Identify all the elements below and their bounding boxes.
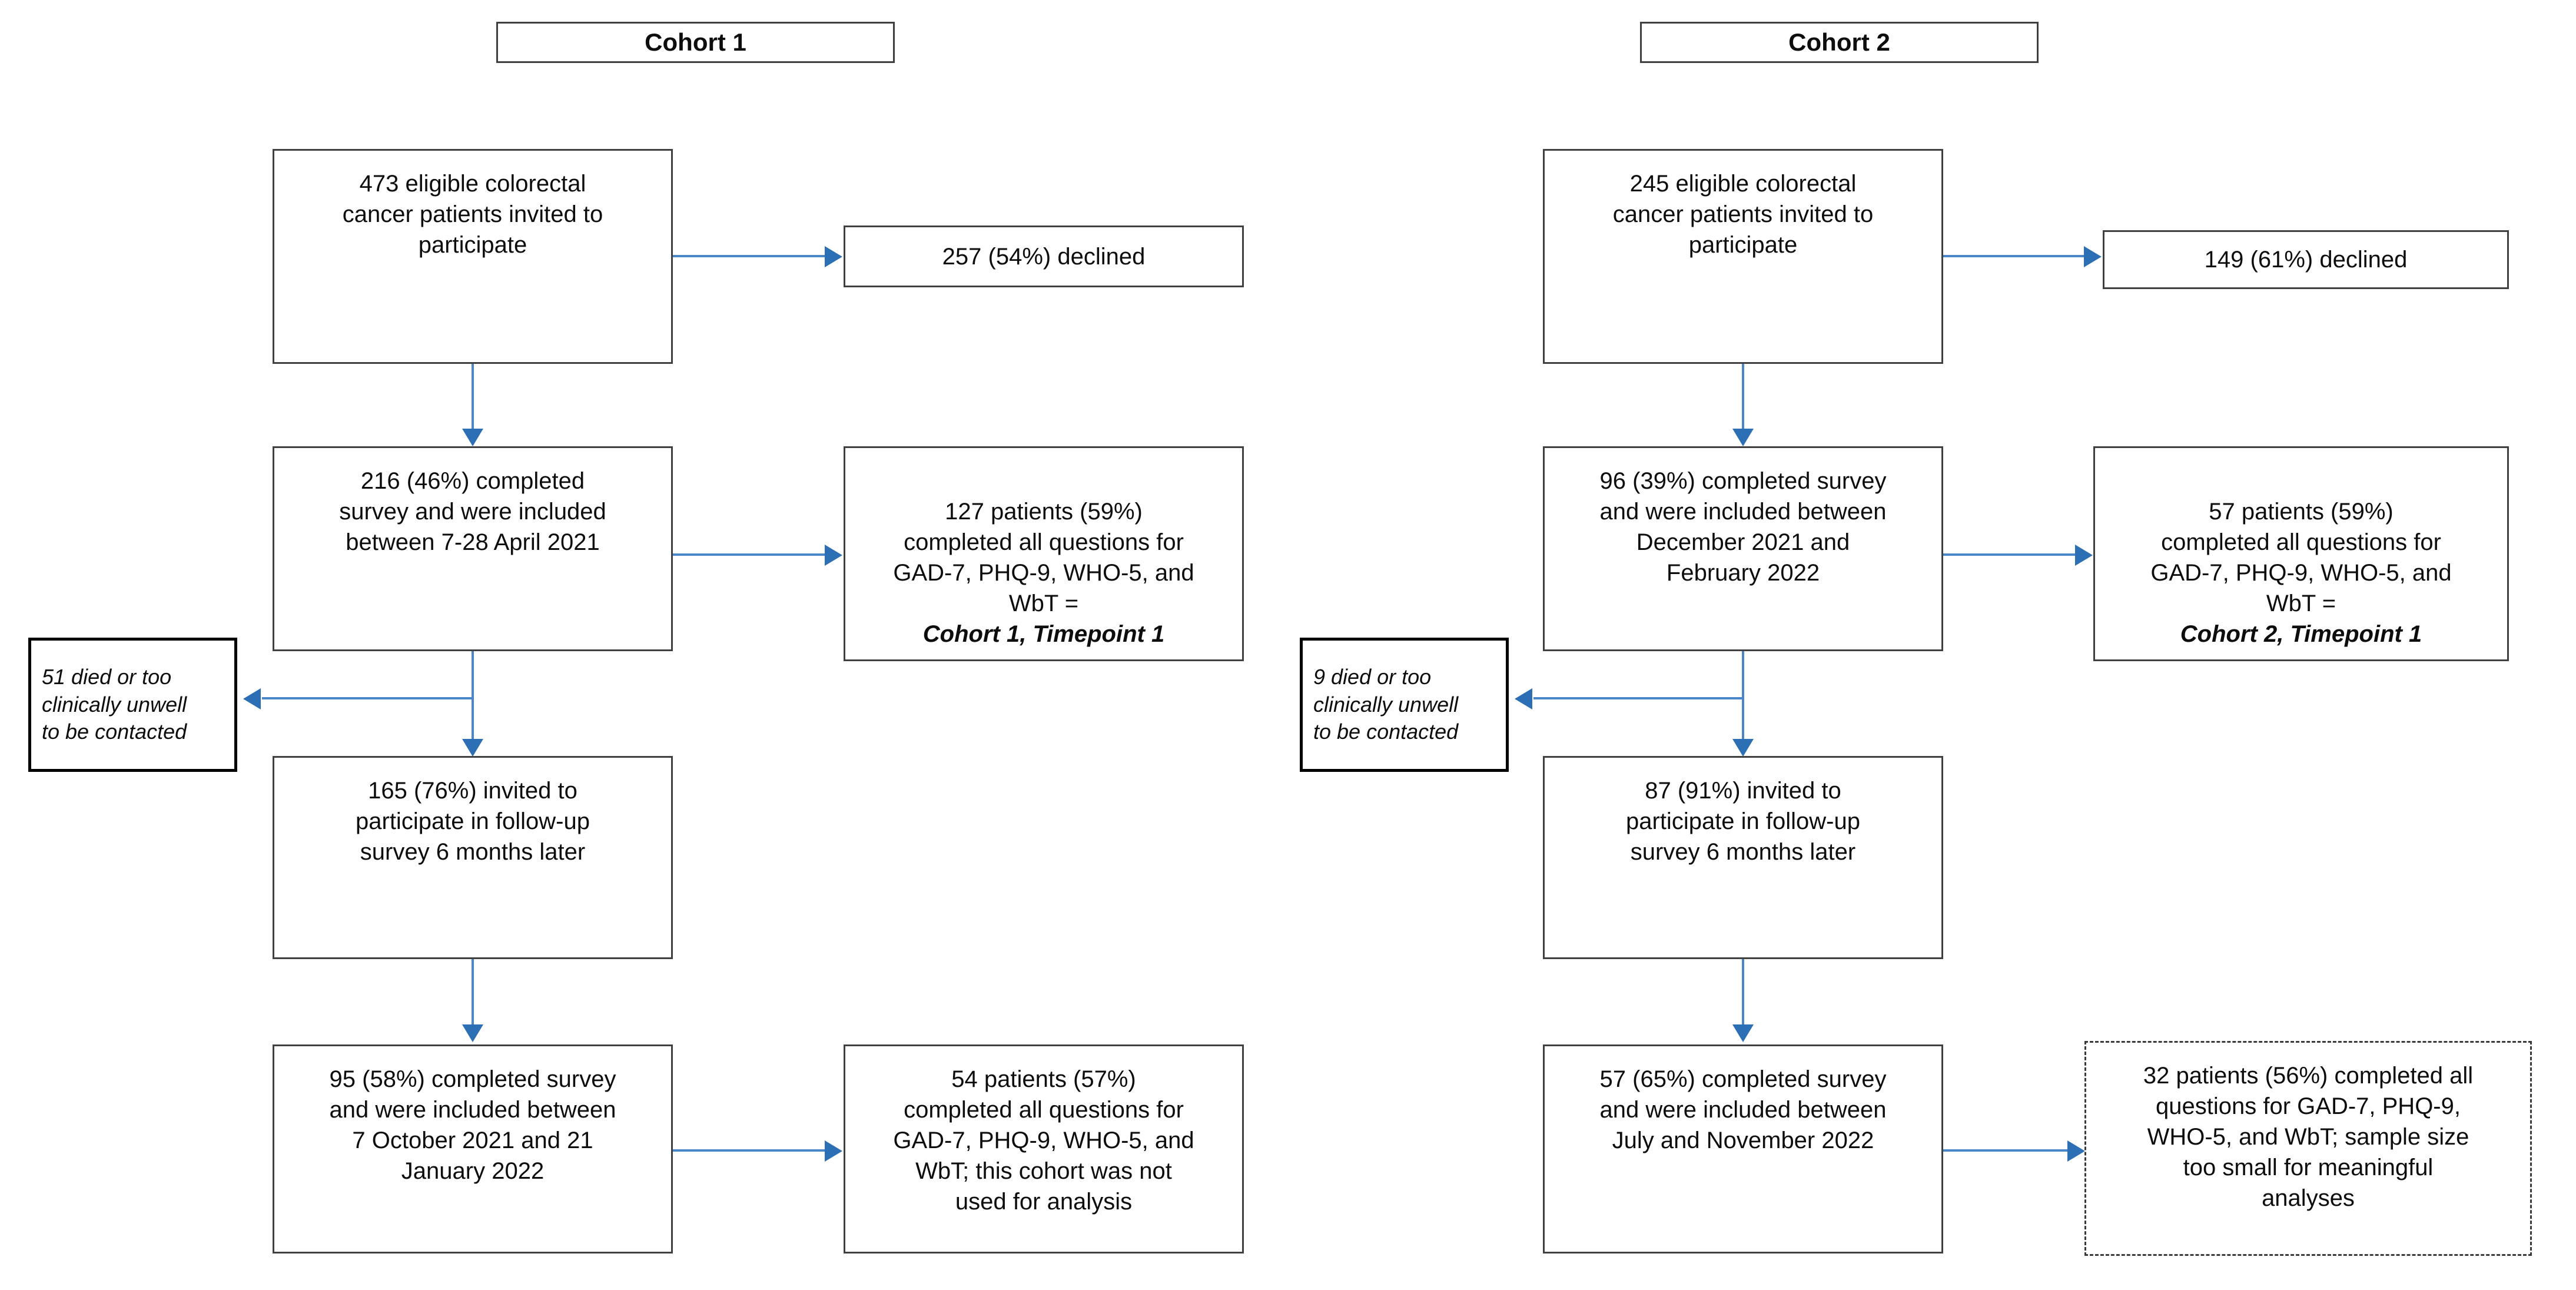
arrowhead-c2-invited-to-baseline — [1732, 429, 1754, 446]
cohort2-baseline-box: 96 (39%) completed survey and were inclu… — [1543, 446, 1943, 651]
connector-c2-baseline-to-followup — [1742, 651, 1744, 742]
cohort2-baseline-complete-box: 57 patients (59%) completed all question… — [2093, 446, 2509, 661]
cohort1-header-label: Cohort 1 — [645, 28, 746, 56]
arrowhead-c2-invited-to-declined — [2084, 246, 2102, 267]
cohort2-followup-complete-text: 32 patients (56%) completed all question… — [2143, 1063, 2474, 1211]
connector-c2-followup-invited-to-completed — [1742, 959, 1744, 1030]
connector-c1-invited-to-baseline — [472, 364, 474, 433]
cohort2-baseline-complete-text: 57 patients (59%) completed all question… — [2095, 448, 2507, 680]
cohort2-declined-box: 149 (61%) declined — [2103, 230, 2509, 289]
cohort1-followup-completed-text: 95 (58%) completed survey and were inclu… — [329, 1066, 616, 1184]
connector-c2-followup-to-complete — [1943, 1149, 2070, 1152]
arrowhead-c1-invited-to-baseline — [462, 429, 483, 446]
cohort1-attrition-text: 51 died or too clinically unwell to be c… — [42, 664, 187, 744]
cohort2-followup-invited-text: 87 (91%) invited to participate in follo… — [1626, 778, 1860, 865]
cohort1-declined-box: 257 (54%) declined — [844, 225, 1244, 287]
connector-c1-followup-to-complete — [673, 1149, 827, 1152]
cohort2-declined-text: 149 (61%) declined — [2204, 247, 2408, 273]
cohort1-followup-invited-text: 165 (76%) invited to participate in foll… — [356, 778, 590, 865]
connector-c1-followup-invited-to-completed — [472, 959, 474, 1030]
cohort1-declined-text: 257 (54%) declined — [942, 243, 1146, 270]
connector-c2-invited-to-baseline — [1742, 364, 1744, 433]
cohort1-baseline-text: 216 (46%) completed survey and were incl… — [339, 468, 606, 555]
cohort2-invited-box: 245 eligible colorectal cancer patients … — [1543, 149, 1943, 364]
connector-c2-baseline-to-complete — [1943, 553, 2077, 556]
cohort2-invited-text: 245 eligible colorectal cancer patients … — [1612, 171, 1874, 258]
connector-c2-invited-to-declined — [1943, 255, 2086, 257]
arrowhead-c1-followup-to-complete — [825, 1140, 842, 1162]
arrowhead-c1-followup-completed — [462, 1024, 483, 1042]
cohort1-followup-invited-box: 165 (76%) invited to participate in foll… — [273, 756, 673, 959]
arrowhead-c1-attrition — [243, 688, 261, 709]
cohort2-attrition-text: 9 died or too clinically unwell to be co… — [1313, 664, 1459, 744]
arrowhead-c2-followup-completed — [1732, 1024, 1754, 1042]
cohort2-followup-completed-box: 57 (65%) completed survey and were inclu… — [1543, 1044, 1943, 1253]
connector-c1-baseline-to-complete — [673, 553, 827, 556]
cohort1-followup-complete-text: 54 patients (57%) completed all question… — [893, 1066, 1194, 1215]
connector-c1-baseline-to-followup — [472, 651, 474, 742]
cohort2-attrition-box: 9 died or too clinically unwell to be co… — [1300, 638, 1509, 772]
cohort2-timepoint-label: Cohort 2, Timepoint 1 — [2180, 621, 2422, 647]
cohort2-followup-complete-box: 32 patients (56%) completed all question… — [2084, 1041, 2532, 1256]
connector-c2-baseline-to-attrition — [1533, 697, 1743, 699]
cohort2-baseline-complete-body: 57 patients (59%) completed all question… — [2150, 499, 2452, 616]
connector-c1-invited-to-declined — [673, 255, 827, 257]
cohort2-followup-completed-text: 57 (65%) completed survey and were inclu… — [1599, 1066, 1887, 1153]
cohort1-invited-text: 473 eligible colorectal cancer patients … — [342, 171, 603, 258]
cohort2-header-label: Cohort 2 — [1788, 28, 1890, 56]
cohort1-followup-complete-box: 54 patients (57%) completed all question… — [844, 1044, 1244, 1253]
arrowhead-c1-baseline-to-followup — [462, 739, 483, 757]
cohort1-baseline-box: 216 (46%) completed survey and were incl… — [273, 446, 673, 651]
arrowhead-c1-invited-to-declined — [825, 246, 842, 267]
cohort1-baseline-complete-text: 127 patients (59%) completed all questio… — [845, 448, 1242, 680]
cohort1-baseline-complete-box: 127 patients (59%) completed all questio… — [844, 446, 1244, 661]
arrowhead-c2-attrition — [1515, 688, 1532, 709]
cohort1-followup-completed-box: 95 (58%) completed survey and were inclu… — [273, 1044, 673, 1253]
cohort2-header: Cohort 2 — [1640, 22, 2039, 63]
cohort1-header: Cohort 1 — [496, 22, 895, 63]
cohort1-baseline-complete-body: 127 patients (59%) completed all questio… — [893, 499, 1194, 616]
cohort1-invited-box: 473 eligible colorectal cancer patients … — [273, 149, 673, 364]
cohort2-followup-invited-box: 87 (91%) invited to participate in follo… — [1543, 756, 1943, 959]
connector-c1-baseline-to-attrition — [262, 697, 473, 699]
cohort2-baseline-text: 96 (39%) completed survey and were inclu… — [1599, 468, 1887, 586]
cohort1-attrition-box: 51 died or too clinically unwell to be c… — [28, 638, 237, 772]
arrowhead-c2-baseline-to-complete — [2075, 545, 2093, 566]
cohort1-timepoint-label: Cohort 1, Timepoint 1 — [922, 621, 1165, 647]
arrowhead-c2-followup-to-complete — [2067, 1140, 2085, 1162]
arrowhead-c1-baseline-to-complete — [825, 545, 842, 566]
arrowhead-c2-baseline-to-followup — [1732, 739, 1754, 757]
